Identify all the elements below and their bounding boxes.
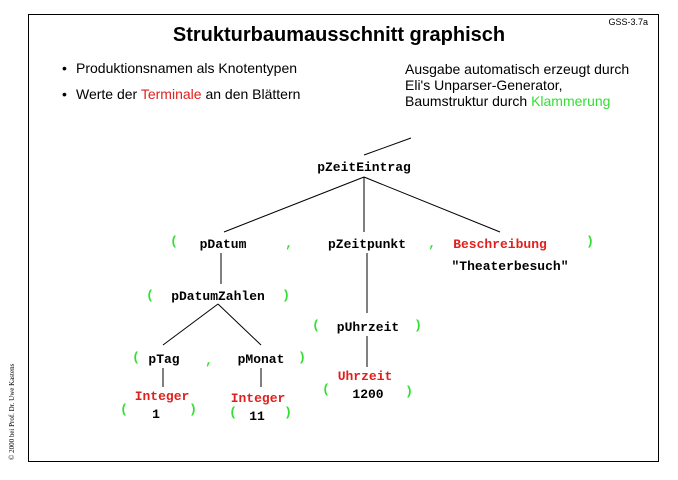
comma-separator: , [428, 236, 436, 251]
bullet-1-text: Produktionsnamen als Knotentypen [76, 60, 298, 76]
paren-open: ( [120, 402, 128, 417]
paren-close: ) [298, 350, 306, 365]
edge-pdatumzahlen-ptag [162, 303, 219, 346]
copyright-notice: © 2000 bei Prof. Dr. Uwe Kastens [8, 363, 16, 460]
paren-open: ( [322, 382, 330, 397]
node-pdatumzahlen: pDatumZahlen [171, 289, 265, 304]
note-line-3: Baumstruktur durch Klammerung [405, 93, 629, 109]
node-pdatum: pDatum [200, 237, 247, 252]
node-ptag: pTag [148, 352, 179, 367]
note-line-3-highlight: Klammerung [531, 93, 611, 109]
paren-close: ) [586, 234, 594, 249]
node-pzeiteintrag: pZeitEintrag [317, 160, 411, 175]
paren-close: ) [282, 288, 290, 303]
paren-close: ) [414, 318, 422, 333]
tree-edges [162, 137, 501, 387]
node-beschreibung: Beschreibung [453, 237, 547, 252]
leaf-1200: 1200 [352, 387, 383, 402]
node-integer-monat: Integer [231, 391, 286, 406]
bullet-2-post: an den Blättern [201, 86, 301, 102]
bullet-dot: • [62, 60, 67, 76]
paren-open: ( [132, 350, 140, 365]
leaf-11: 11 [249, 409, 265, 424]
node-pmonat: pMonat [238, 352, 285, 367]
bullet-2: • Werte der Terminale an den Blättern [62, 86, 300, 102]
paren-close: ) [189, 402, 197, 417]
note-line-3-pre: Baumstruktur durch [405, 93, 532, 109]
leaf-theaterbesuch: "Theaterbesuch" [451, 259, 568, 274]
comma-separator: , [205, 353, 213, 368]
paren-open: ( [229, 405, 237, 420]
node-uhrzeit: Uhrzeit [338, 369, 393, 384]
node-puhrzeit: pUhrzeit [337, 320, 399, 335]
paren-open: ( [312, 318, 320, 333]
paren-close: ) [284, 405, 292, 420]
note-line-1: Ausgabe automatisch erzeugt durch [405, 61, 630, 77]
node-pzeitpunkt: pZeitpunkt [328, 237, 406, 252]
bullet-2-highlight: Terminale [140, 86, 202, 102]
slide-title: Strukturbaumausschnitt graphisch [172, 24, 506, 46]
bullet-dot: • [62, 86, 67, 102]
edge-root-beschreibung [363, 176, 501, 233]
paren-open: ( [170, 234, 178, 249]
edge-root-pdatum [223, 176, 365, 233]
comma-separator: , [285, 236, 293, 251]
note-line-2: Eli's Unparser-Generator, [405, 77, 563, 93]
edge-pdatumzahlen-pmonat [217, 303, 262, 346]
edge-incoming [363, 137, 412, 156]
node-integer-tag: Integer [135, 389, 190, 404]
bullet-2-pre: Werte der [76, 86, 141, 102]
bullet-1: • Produktionsnamen als Knotentypen [62, 60, 297, 76]
paren-close: ) [405, 384, 413, 399]
note-text: Ausgabe automatisch erzeugt durch Eli's … [405, 61, 629, 109]
paren-open: ( [146, 288, 154, 303]
leaf-1: 1 [152, 407, 160, 422]
slide-id: GSS-3.7a [608, 17, 648, 27]
slide-frame [28, 14, 659, 462]
